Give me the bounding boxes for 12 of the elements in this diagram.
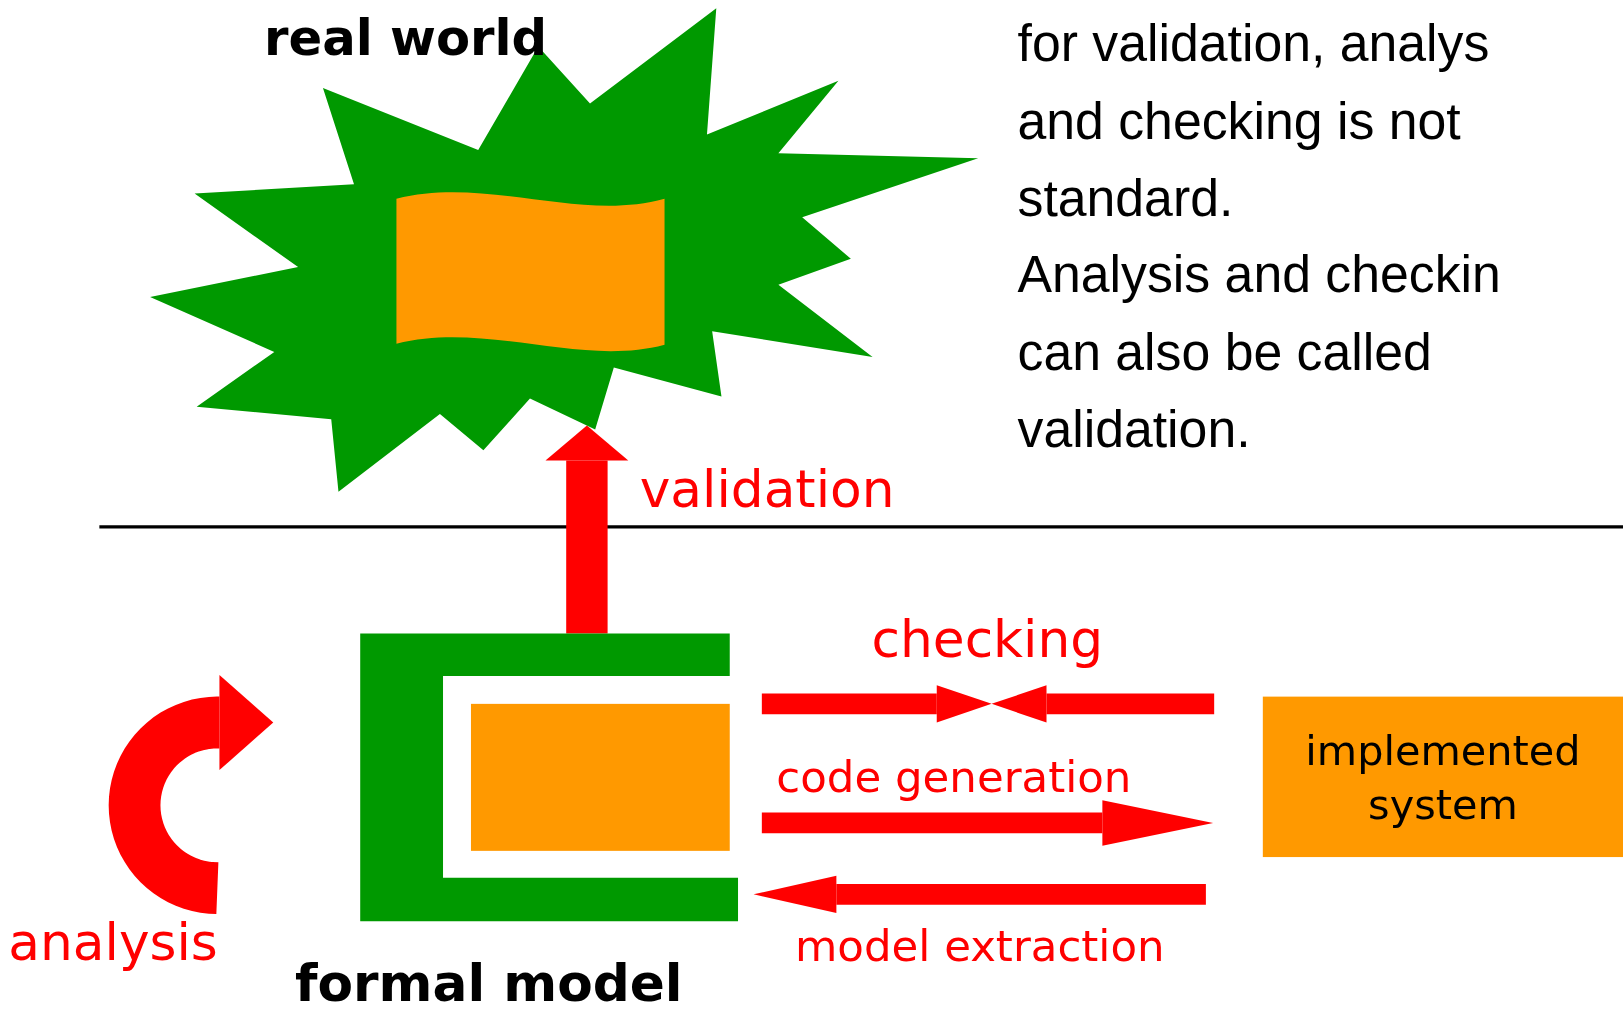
arrow [991,685,1215,723]
arrow [761,800,1214,846]
note-text: Analysis and checkin can also be called validation. [1017,244,1502,461]
arrow [761,685,992,723]
curved-arrow [108,674,274,914]
system-box [1262,696,1623,858]
node-title: formal model [295,957,683,1010]
note-text: for validation, analys and checking is not standard. [1017,13,1491,230]
node-text: implemented system [1304,725,1582,830]
arrow [545,425,629,634]
arrow [753,875,1206,913]
node-title: real world [263,12,548,63]
